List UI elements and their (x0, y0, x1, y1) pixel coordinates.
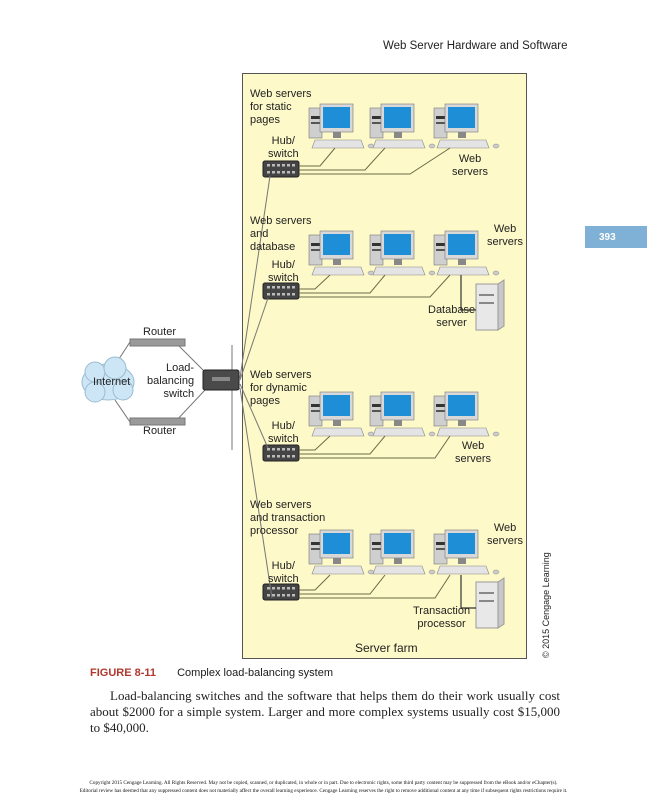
hub-switch-icon (262, 282, 300, 300)
router-top-label: Router (143, 326, 177, 338)
web-server-icon (308, 391, 375, 437)
web-server-icon (369, 391, 436, 437)
group-database (262, 230, 505, 331)
hub-switch-icon (262, 444, 300, 462)
group-dynamic-pages (262, 391, 500, 462)
image-credit: © 2015 Cengage Learning (541, 552, 551, 658)
internet-cloud-icon (81, 356, 135, 403)
hub-label: Hub/ switch (268, 560, 299, 585)
server-farm-label: Server farm (355, 641, 418, 655)
servers-label: Web servers (452, 153, 489, 178)
group-title: Web servers and transaction processor (250, 499, 326, 537)
hub-switch-icon (262, 583, 300, 601)
servers-label: Web servers (455, 440, 492, 465)
copyright-line-1: Copyright 2015 Cengage Learning. All Rig… (89, 780, 558, 786)
web-server-icon (369, 529, 436, 575)
group-static-pages (262, 103, 500, 178)
servers-label: Web servers (487, 522, 524, 547)
hub-label: Hub/ switch (268, 259, 299, 284)
group-title: Web servers and database (250, 215, 312, 253)
web-server-icon (308, 103, 375, 149)
hub-label: Hub/ switch (268, 135, 299, 160)
copyright-line-2: Editorial review has deemed that any sup… (79, 788, 568, 794)
hub-switch-icon (262, 160, 300, 178)
running-head: Web Server Hardware and Software (383, 40, 568, 52)
internet-label: Internet (93, 376, 131, 388)
hub-label: Hub/ switch (268, 420, 299, 445)
figure-number: FIGURE 8-11 (90, 667, 157, 679)
web-server-icon (369, 103, 436, 149)
group-title: Web servers for static pages (250, 88, 312, 126)
web-server-icon (369, 230, 436, 276)
router-bottom-label: Router (143, 425, 177, 437)
web-server-icon (308, 230, 375, 276)
router-bottom-icon (129, 417, 186, 426)
servers-label: Web servers (487, 223, 524, 248)
web-server-icon (433, 103, 500, 149)
database-server-label: Database server (428, 304, 476, 329)
router-top-icon (129, 338, 186, 347)
group-title: Web servers for dynamic pages (250, 369, 312, 407)
copyright-notice: Copyright 2015 Cengage Learning. All Rig… (0, 779, 647, 795)
figure-caption: FIGURE 8-11 Complex load-balancing syste… (90, 667, 333, 679)
load-balancer-label: Load- balancing switch (147, 362, 195, 400)
database-server-icon (475, 279, 505, 331)
web-server-icon (433, 391, 500, 437)
group-transaction (262, 529, 505, 629)
transaction-processor-icon (475, 577, 505, 629)
figure-caption-text: Complex load-balancing system (177, 667, 334, 679)
body-paragraph: Load-balancing switches and the software… (90, 688, 560, 735)
transaction-processor-label: Transaction processor (413, 605, 471, 630)
page-number: 393 (585, 226, 647, 248)
